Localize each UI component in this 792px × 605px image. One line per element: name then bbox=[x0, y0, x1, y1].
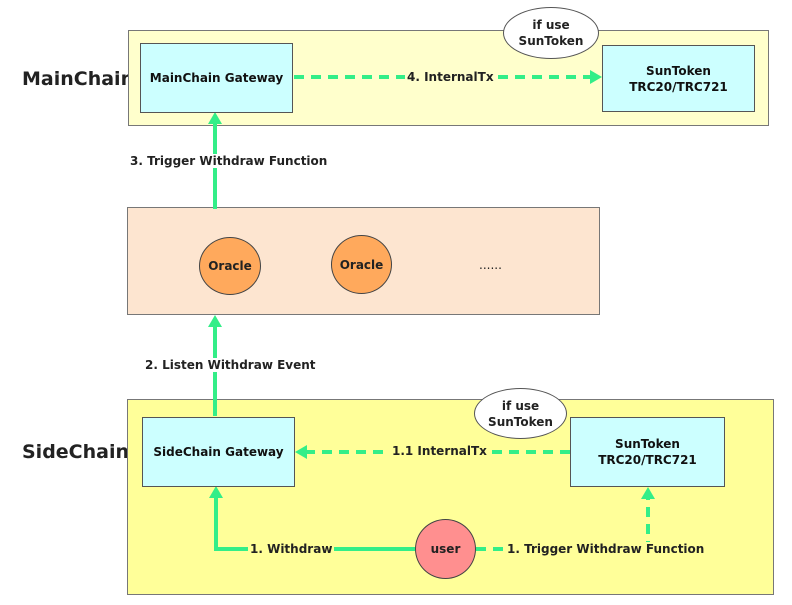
edge-label-step2: 2. Listen Withdraw Event bbox=[143, 358, 318, 372]
main-suntoken-label-2: TRC20/TRC721 bbox=[629, 79, 728, 94]
oracle-node-2: Oracle bbox=[331, 235, 392, 294]
side-bubble-line-2: SunToken bbox=[488, 414, 553, 429]
side-bubble-line-1: if use bbox=[501, 398, 540, 413]
user-node-label: user bbox=[430, 542, 461, 556]
mainchain-label: MainChain bbox=[22, 68, 135, 90]
oracle-node-2-label: Oracle bbox=[339, 257, 384, 272]
side-if-use-suntoken-bubble: if use SunToken bbox=[474, 388, 567, 439]
mainchain-gateway-box: MainChain Gateway bbox=[140, 43, 293, 113]
side-suntoken-label-1: SunToken bbox=[615, 437, 680, 451]
side-suntoken-label-2: TRC20/TRC721 bbox=[598, 453, 697, 467]
oracle-more-ellipsis: ...... bbox=[479, 258, 502, 272]
edge-label-step4: 4. InternalTx bbox=[405, 70, 496, 84]
main-bubble-line-1: if use bbox=[532, 18, 570, 32]
main-bubble-line-2: SunToken bbox=[518, 34, 584, 48]
edge-step1-withdraw bbox=[214, 494, 415, 551]
edge-label-step1-1: 1.1 InternalTx bbox=[390, 444, 489, 458]
edge-label-step3: 3. Trigger Withdraw Function bbox=[128, 154, 330, 168]
main-suntoken-label-1: SunToken bbox=[646, 63, 711, 78]
sidechain-gateway-label: SideChain Gateway bbox=[153, 445, 284, 459]
oracle-node-1-label: Oracle bbox=[208, 259, 252, 273]
oracle-node-1: Oracle bbox=[199, 237, 261, 295]
edge-label-step1-trigger: 1. Trigger Withdraw Function bbox=[505, 542, 707, 556]
sidechain-gateway-box: SideChain Gateway bbox=[142, 417, 295, 487]
mainchain-gateway-label: MainChain Gateway bbox=[149, 71, 284, 85]
edge-label-step1-withdraw: 1. Withdraw bbox=[248, 542, 335, 556]
user-node: user bbox=[415, 519, 476, 579]
main-suntoken-box: SunToken TRC20/TRC721 bbox=[602, 45, 755, 112]
main-if-use-suntoken-bubble: if use SunToken bbox=[503, 7, 599, 59]
side-suntoken-box: SunToken TRC20/TRC721 bbox=[570, 417, 725, 487]
sidechain-label: SideChain bbox=[22, 441, 130, 463]
